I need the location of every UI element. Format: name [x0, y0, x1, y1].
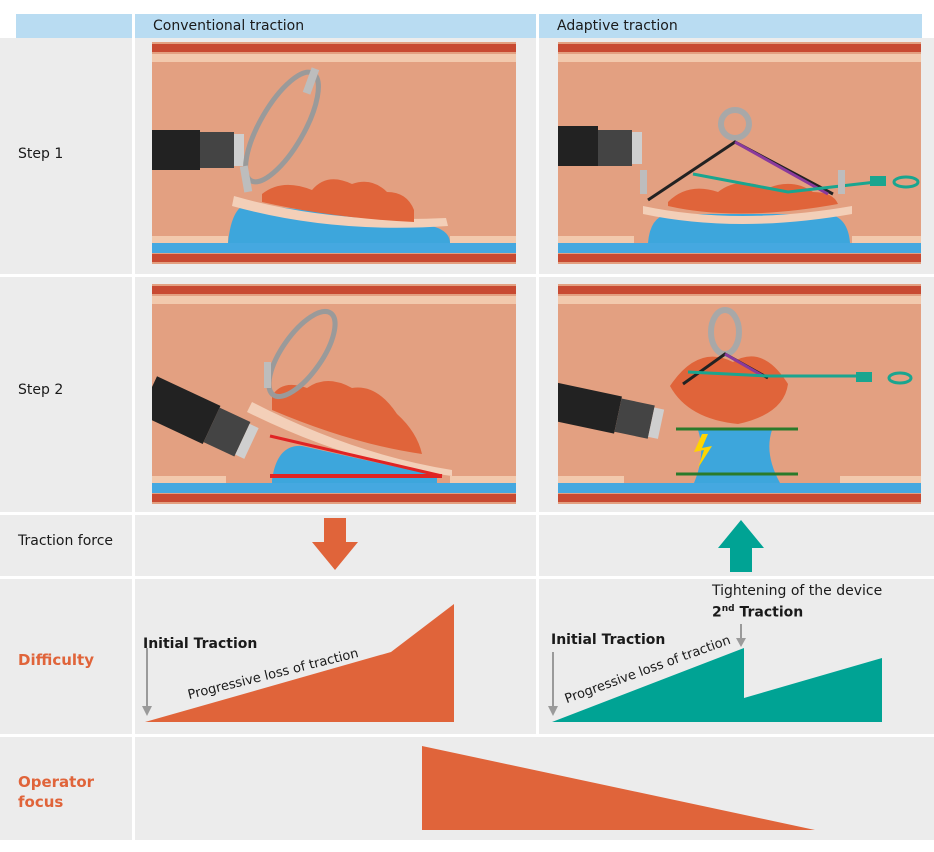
header-blank: [16, 14, 132, 38]
initial-traction-right: Initial Traction: [551, 632, 666, 648]
second-traction-label: 2nd Traction: [712, 604, 803, 621]
difficulty-wedge-conventional: [145, 604, 454, 722]
row-label-step2: Step 2: [18, 382, 64, 398]
illustration-step1-adaptive: [558, 42, 921, 264]
illustration-step2-adaptive: [558, 284, 921, 504]
row-label-step1: Step 1: [18, 146, 64, 162]
initial-traction-left: Initial Traction: [143, 636, 258, 652]
operator-focus-wedge: [422, 746, 815, 830]
row-label-traction-force: Traction force: [18, 533, 114, 549]
second-traction-word: Traction: [734, 604, 804, 621]
up-arrow-icon: [718, 520, 764, 572]
second-traction-number: 2: [712, 604, 722, 621]
second-traction-sup: nd: [721, 604, 735, 614]
operator-focus-chart: [422, 746, 815, 830]
tightening-label: Tightening of the device: [712, 583, 883, 599]
illustration-step2-conventional: [152, 284, 516, 504]
difficulty-wedge-adaptive: [552, 648, 882, 722]
difficulty-chart: [142, 604, 882, 722]
illustration-step1-conventional: [152, 42, 516, 264]
header-conventional: Conventional traction: [135, 14, 536, 38]
row-label-operator-focus: Operator focus: [18, 773, 95, 811]
down-arrow-icon: [312, 518, 358, 570]
header-adaptive: Adaptive traction: [539, 14, 922, 38]
row-label-difficulty: Difficulty: [18, 651, 94, 669]
